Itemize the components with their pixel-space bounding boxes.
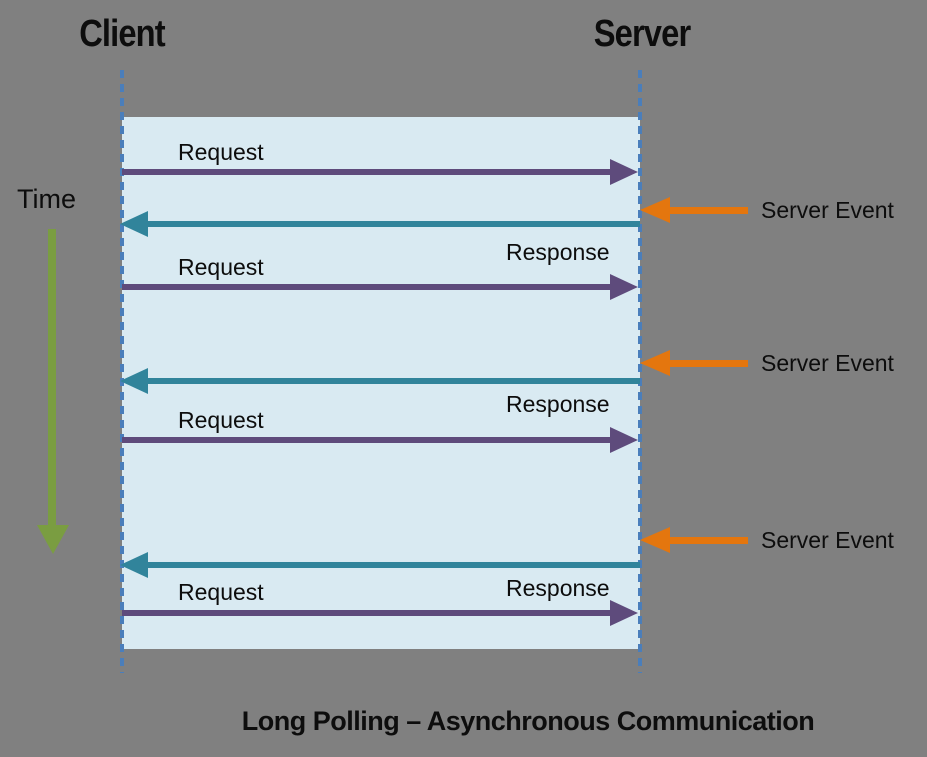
right-arrowhead-icon bbox=[610, 600, 638, 626]
request-arrow bbox=[122, 158, 638, 186]
client-actor-label: Client bbox=[79, 13, 165, 55]
response-label: Response bbox=[506, 239, 610, 265]
time-axis-label: Time bbox=[17, 184, 76, 214]
request-label: Request bbox=[178, 407, 264, 433]
server-event-arrow bbox=[640, 526, 748, 554]
right-arrowhead-icon bbox=[610, 427, 638, 453]
request-arrow bbox=[122, 273, 638, 301]
request-label: Request bbox=[178, 139, 264, 165]
response-arrow bbox=[120, 551, 640, 579]
left-arrowhead-icon bbox=[640, 350, 670, 376]
request-arrow bbox=[122, 599, 638, 627]
server-event-label: Server Event bbox=[761, 527, 894, 553]
server-actor-label: Server bbox=[593, 13, 691, 55]
response-label: Response bbox=[506, 391, 610, 417]
server-event-arrow bbox=[640, 349, 748, 377]
left-arrowhead-icon bbox=[120, 552, 148, 578]
right-arrowhead-icon bbox=[610, 274, 638, 300]
response-arrow bbox=[120, 367, 640, 395]
request-label: Request bbox=[178, 254, 264, 280]
time-arrow-head-icon bbox=[37, 525, 69, 554]
request-arrow bbox=[122, 426, 638, 454]
server-event-label: Server Event bbox=[761, 197, 894, 223]
request-label: Request bbox=[178, 579, 264, 605]
server-event-label: Server Event bbox=[761, 350, 894, 376]
left-arrowhead-icon bbox=[640, 527, 670, 553]
left-arrowhead-icon bbox=[120, 368, 148, 394]
left-arrowhead-icon bbox=[640, 197, 670, 223]
left-arrowhead-icon bbox=[120, 211, 148, 237]
right-arrowhead-icon bbox=[610, 159, 638, 185]
time-arrow-shaft bbox=[48, 229, 56, 526]
diagram-caption: Long Polling – Asynchronous Communicatio… bbox=[241, 706, 815, 736]
response-arrow bbox=[120, 210, 640, 238]
server-event-arrow bbox=[640, 196, 748, 224]
response-label: Response bbox=[506, 575, 610, 601]
